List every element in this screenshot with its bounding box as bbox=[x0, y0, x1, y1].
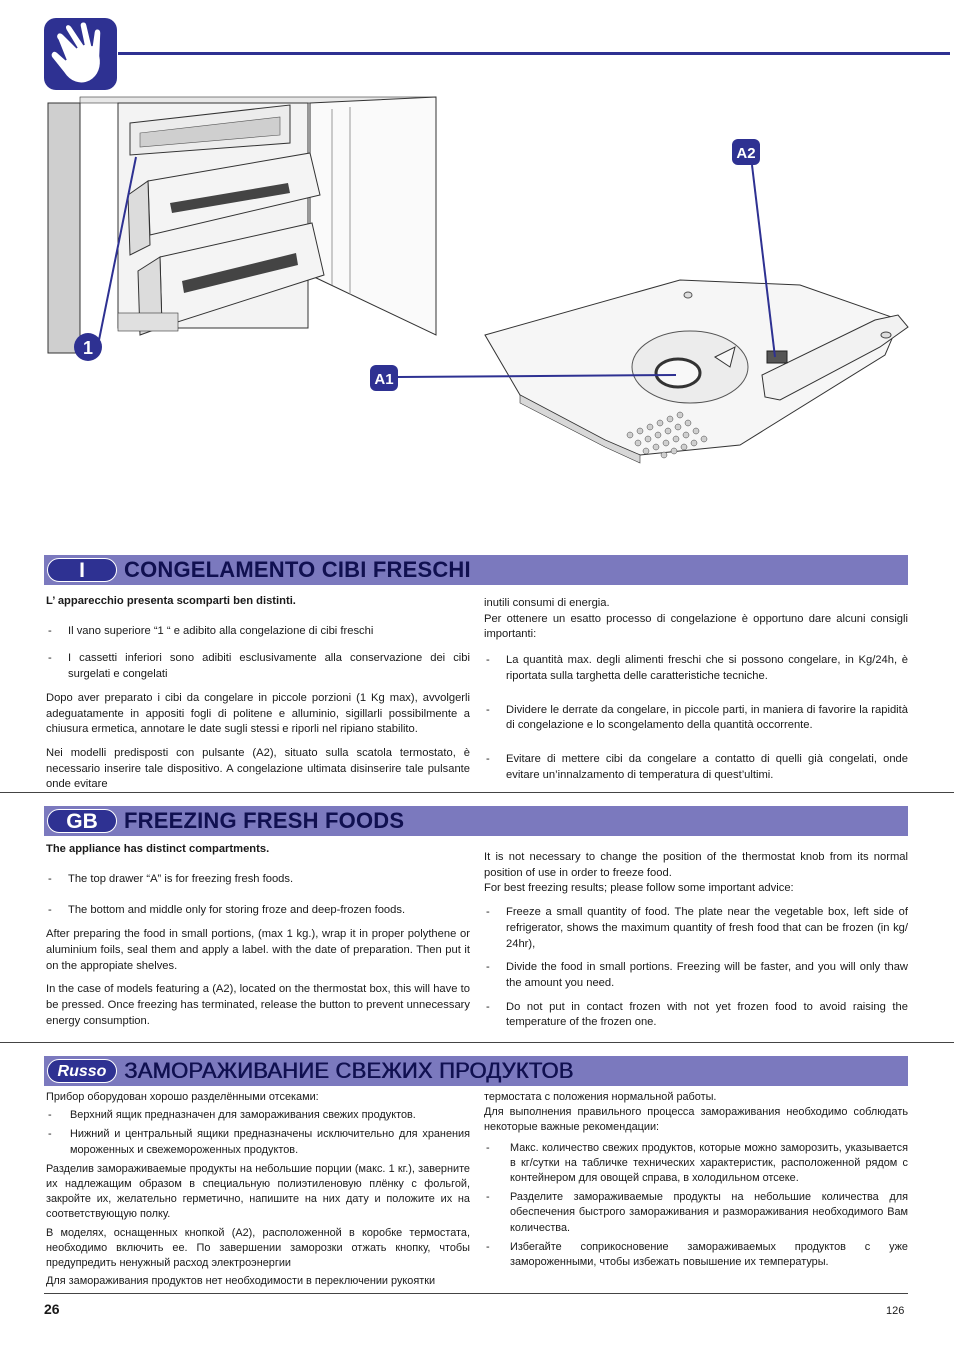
ru-right-list: Макс. количество свежих продуктов, котор… bbox=[484, 1141, 908, 1271]
callout-a1: A1 bbox=[370, 365, 398, 391]
lang-badge-it: I bbox=[47, 558, 117, 582]
callout-a2: A2 bbox=[732, 139, 760, 165]
gb-right-paragraph: It is not necessary to change the positi… bbox=[484, 851, 908, 879]
ru-left-paragraph: Разделив замораживаемые продукты на небо… bbox=[46, 1162, 470, 1221]
section-title-gb: FREEZING FRESH FOODS bbox=[124, 808, 405, 833]
gb-left-list: The top drawer “A” is for freezing fresh… bbox=[46, 872, 470, 919]
section-divider bbox=[0, 792, 954, 793]
section-divider bbox=[0, 1042, 954, 1043]
list-item: Макс. количество свежих продуктов, котор… bbox=[484, 1141, 908, 1187]
section-header-gb: GB FREEZING FRESH FOODS bbox=[44, 806, 908, 836]
list-item: Избегайте соприкосновение замораживаемых… bbox=[484, 1240, 908, 1270]
list-item: Freeze a small quantity of food. The pla… bbox=[484, 905, 908, 952]
gb-right-paragraph: For best freezing results; please follow… bbox=[484, 882, 794, 895]
it-left-paragraph: Dopo aver preparato i cibi da congelare … bbox=[46, 691, 470, 736]
page-number: 26 bbox=[44, 1301, 60, 1317]
vent-grille bbox=[626, 411, 708, 459]
gb-intro: The appliance has distinct compartments. bbox=[46, 843, 270, 855]
list-item: Il vano superiore “1 “ e adibito alla co… bbox=[46, 624, 470, 640]
gb-right-column: It is not necessary to change the positi… bbox=[484, 850, 908, 1039]
page-code: 126 bbox=[886, 1305, 905, 1317]
it-right-paragraph: inutili consumi di energia. bbox=[484, 597, 610, 609]
gb-left-column: The appliance has distinct compartments.… bbox=[46, 842, 470, 1037]
it-left-column: L’ apparecchio presenta scomparti ben di… bbox=[46, 594, 470, 801]
gb-right-list: Freeze a small quantity of food. The pla… bbox=[484, 905, 908, 1031]
hand-icon bbox=[50, 21, 102, 84]
section-title-ru: ЗАМОРАЖИВАНИЕ СВЕЖИХ ПРОДУКТОВ bbox=[124, 1058, 574, 1083]
svg-text:A1: A1 bbox=[374, 371, 393, 388]
list-item: Нижний и центральный ящики предназначены… bbox=[46, 1127, 470, 1157]
ru-right-paragraph: Для выполнения правильного процесса замо… bbox=[484, 1106, 908, 1134]
freezer-illustration: 1 A1 A2 bbox=[47, 96, 909, 464]
list-item: Do not put in contact frozen with not ye… bbox=[484, 1000, 908, 1031]
lang-badge-gb: GB bbox=[47, 809, 117, 833]
it-right-list: La quantità max. degli alimenti freschi … bbox=[484, 653, 908, 783]
list-item: The top drawer “A” is for freezing fresh… bbox=[46, 872, 470, 888]
thermostat-box bbox=[484, 279, 909, 464]
section-title-it: CONGELAMENTO CIBI FRESCHI bbox=[124, 557, 471, 582]
ru-left-paragraph: В моделях, оснащенных кнопкой (A2), расп… bbox=[46, 1226, 470, 1270]
list-item: La quantità max. degli alimenti freschi … bbox=[484, 653, 908, 684]
it-right-paragraph: Per ottenere un esatto processo di conge… bbox=[484, 612, 908, 641]
it-left-list: Il vano superiore “1 “ e adibito alla co… bbox=[46, 624, 470, 683]
callout-1: 1 bbox=[74, 333, 102, 361]
list-item: Верхний ящик предназначен для заморажива… bbox=[46, 1108, 470, 1123]
section-header-it: I CONGELAMENTO CIBI FRESCHI bbox=[44, 555, 908, 585]
ru-right-paragraph: термостата с положения нормальной работы… bbox=[484, 1091, 717, 1103]
list-item: Evitare di mettere cibi da congelare a c… bbox=[484, 752, 908, 783]
list-item: Divide the food in small portions. Freez… bbox=[484, 960, 908, 991]
lang-badge-ru: Russo bbox=[47, 1059, 117, 1083]
header-rule bbox=[118, 52, 950, 55]
gb-left-paragraph: In the case of models featuring a (A2), … bbox=[46, 983, 470, 1027]
ru-right-column: термостата с положения нормальной работы… bbox=[484, 1090, 908, 1278]
ru-left-list: Верхний ящик предназначен для заморажива… bbox=[46, 1108, 470, 1158]
list-item: Разделите замораживаемые продукты на неб… bbox=[484, 1190, 908, 1236]
list-item: The bottom and middle only for storing f… bbox=[46, 903, 470, 919]
it-left-paragraph: Nei modelli predisposti con pulsante (A2… bbox=[46, 746, 470, 791]
footer-rule bbox=[44, 1293, 908, 1294]
ru-left-paragraph: Для замораживания продуктов нет необходи… bbox=[46, 1275, 436, 1288]
it-intro: L’ apparecchio presenta scomparti ben di… bbox=[46, 595, 296, 607]
freezer-cabinet bbox=[47, 96, 437, 354]
ru-left-column: Прибор оборудован хорошо разделёнными от… bbox=[46, 1090, 470, 1292]
list-item: I cassetti inferiori sono adibiti esclus… bbox=[46, 651, 470, 682]
svg-text:A2: A2 bbox=[736, 145, 755, 162]
svg-text:1: 1 bbox=[83, 338, 93, 358]
hand-icon-box bbox=[44, 18, 117, 90]
list-item: Dividere le derrate da congelare, in pic… bbox=[484, 703, 908, 734]
it-right-column: inutili consumi di energia. Per ottenere… bbox=[484, 596, 908, 791]
section-header-ru: Russo ЗАМОРАЖИВАНИЕ СВЕЖИХ ПРОДУКТОВ bbox=[44, 1056, 908, 1086]
ru-intro: Прибор оборудован хорошо разделёнными от… bbox=[46, 1091, 319, 1103]
gb-left-paragraph: After preparing the food in small portio… bbox=[46, 928, 470, 972]
